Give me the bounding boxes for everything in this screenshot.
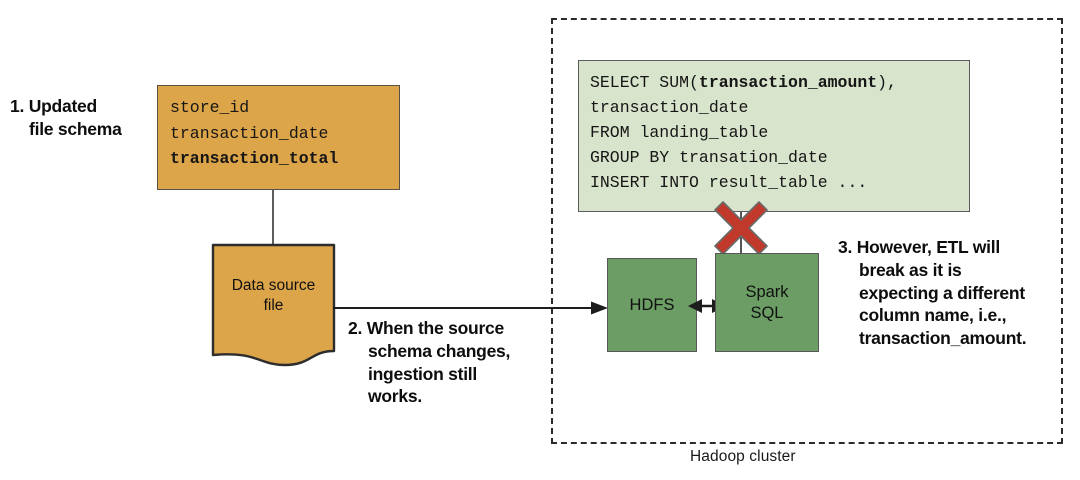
annotation-3-line4: column name, i.e., bbox=[859, 305, 1007, 326]
connector-schema-to-file bbox=[272, 190, 274, 244]
sql-line-1: SELECT SUM(transaction_amount), bbox=[590, 70, 969, 95]
sql-line-2: transaction_date bbox=[590, 98, 749, 118]
schema-field-store-id: store_id bbox=[170, 98, 250, 117]
sql-code-block: SELECT SUM(transaction_amount), transact… bbox=[578, 60, 970, 212]
schema-field-transaction-total: transaction_total bbox=[170, 149, 339, 169]
node-hdfs-label: HDFS bbox=[629, 295, 675, 314]
schema-field-transaction-date: transaction_date bbox=[170, 123, 329, 143]
annotation-2-number: 2. bbox=[348, 318, 363, 338]
annotation-2-line3: ingestion still bbox=[368, 363, 478, 384]
data-source-file-line2: file bbox=[263, 297, 284, 315]
data-source-file-shape bbox=[211, 243, 336, 370]
sql-line-4: GROUP BY transation_date bbox=[590, 148, 828, 168]
node-hdfs: HDFS bbox=[607, 258, 697, 352]
annotation-3-number: 3. bbox=[838, 237, 853, 257]
hadoop-cluster-boundary bbox=[551, 18, 1063, 444]
annotation-3-line5: transaction_amount. bbox=[859, 328, 1027, 348]
data-source-file-line1: Data source bbox=[231, 277, 316, 294]
annotation-1-number: 1. bbox=[10, 96, 25, 116]
file-schema-box: store_id transaction_date transaction_to… bbox=[157, 85, 400, 190]
arrow-file-to-hdfs bbox=[333, 300, 608, 316]
annotation-2-line1: When the source bbox=[366, 318, 505, 338]
annotation-1: 1. Updated file schema bbox=[10, 95, 160, 141]
data-source-file-label: Data source file bbox=[211, 276, 336, 316]
annotation-2-line4: works. bbox=[368, 386, 422, 407]
annotation-1-line1: Updated bbox=[28, 96, 98, 116]
sql-line-5: INSERT INTO result_table ... bbox=[590, 173, 868, 193]
annotation-2: 2. When the source schema changes, inges… bbox=[348, 317, 548, 408]
sql-line-1-post: ), bbox=[877, 73, 897, 92]
annotation-1-line2: file schema bbox=[29, 118, 122, 139]
annotation-3: 3. However, ETL will break as it is expe… bbox=[838, 236, 1066, 350]
sql-line-1-bold: transaction_amount bbox=[698, 73, 878, 92]
annotation-3-line3: expecting a different bbox=[859, 282, 1025, 303]
node-spark-sql-line1: Spark bbox=[745, 283, 789, 302]
annotation-3-line2: break as it is bbox=[859, 259, 962, 280]
sql-line-1-pre: SELECT SUM( bbox=[590, 73, 699, 92]
node-spark-sql-line2: SQL bbox=[750, 303, 784, 322]
annotation-3-line1: However, ETL will bbox=[856, 237, 1001, 257]
hadoop-cluster-label: Hadoop cluster bbox=[690, 448, 796, 465]
sql-line-3: FROM landing_table bbox=[590, 123, 769, 143]
annotation-2-line2: schema changes, bbox=[368, 340, 511, 361]
error-x-icon bbox=[713, 200, 769, 256]
